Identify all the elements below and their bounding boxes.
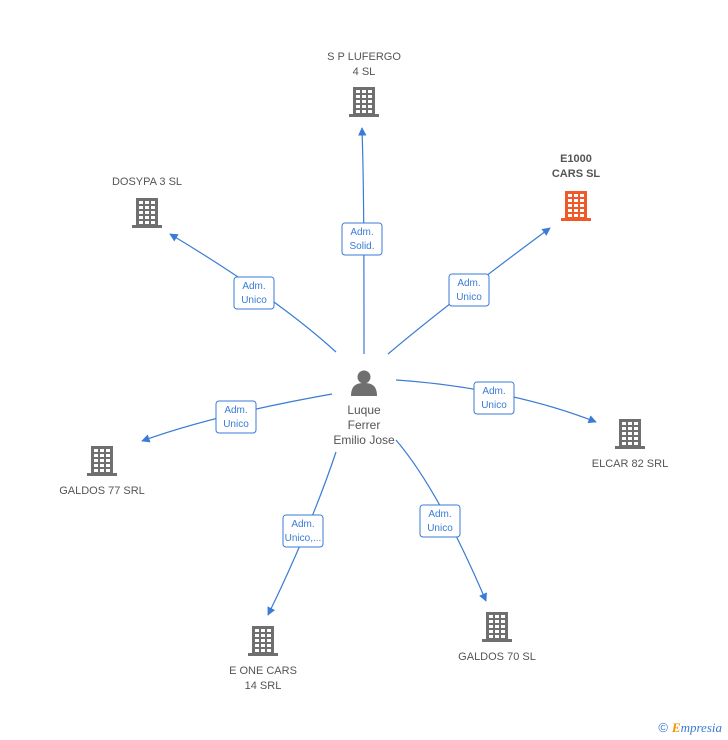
role-badge-box [419, 504, 461, 538]
company-name: S P LUFERGO [327, 51, 401, 63]
edge-labels-layer: Adm.Solid.Adm.UnicoAdm.UnicoAdm.UnicoAdm… [215, 222, 515, 548]
role-badge-text: Unico [427, 523, 453, 534]
person-name: Ferrer [348, 418, 381, 432]
building-icon [561, 191, 591, 221]
company-name: CARS SL [552, 168, 601, 180]
copyright-icon: © [658, 720, 668, 735]
building-icon [482, 612, 512, 642]
company-node-dosypa-3[interactable]: DOSYPA 3 SL [112, 176, 182, 228]
company-name: E1000 [560, 153, 592, 165]
role-badge-text: Adm. [457, 278, 480, 289]
role-badge-box [448, 273, 490, 307]
role-badge-text: Adm. [428, 509, 451, 520]
company-name: DOSYPA 3 SL [112, 176, 182, 188]
role-badge-galdos-70[interactable]: Adm. Unico [419, 504, 461, 538]
brand-logo-text: mpresia [680, 720, 722, 735]
building-icon [248, 626, 278, 656]
role-badge-e-one-cars[interactable]: Adm. Unico,... [282, 514, 324, 548]
company-node-galdos-77[interactable]: GALDOS 77 SRL [59, 446, 145, 497]
company-name: 14 SRL [245, 680, 282, 692]
building-icon [349, 87, 379, 117]
role-badge-text: Solid. [349, 241, 374, 252]
brand-footer: ©Empresia [658, 720, 722, 736]
person-icon [351, 370, 377, 396]
role-badge-text: Unico [223, 419, 249, 430]
building-icon [615, 419, 645, 449]
company-name: ELCAR 82 SRL [592, 458, 668, 470]
company-node-sp-lufergo[interactable]: S P LUFERGO 4 SL [327, 51, 401, 117]
role-badge-dosypa-3[interactable]: Adm. Unico [233, 276, 275, 310]
company-node-e-one-cars[interactable]: E ONE CARS 14 SRL [229, 626, 297, 692]
company-name: GALDOS 77 SRL [59, 485, 145, 497]
role-badge-galdos-77[interactable]: Adm. Unico [215, 400, 257, 434]
role-badge-text: Unico [241, 295, 267, 306]
company-name: E ONE CARS [229, 665, 297, 677]
role-badge-box [341, 222, 383, 256]
role-badge-box [215, 400, 257, 434]
role-badge-text: Adm. [224, 405, 247, 416]
role-badge-box [233, 276, 275, 310]
company-name: 4 SL [353, 66, 376, 78]
role-badge-elcar-82[interactable]: Adm. Unico [473, 381, 515, 415]
building-icon [87, 446, 117, 476]
role-badge-sp-lufergo[interactable]: Adm. Solid. [341, 222, 383, 256]
building-icon [132, 198, 162, 228]
company-node-galdos-70[interactable]: GALDOS 70 SL [458, 612, 536, 663]
role-badge-text: Adm. [350, 227, 373, 238]
role-badge-box [473, 381, 515, 415]
role-badge-text: Unico,... [285, 533, 322, 544]
role-badge-text: Adm. [291, 519, 314, 530]
person-name: Emilio Jose [333, 433, 395, 447]
person-name: Luque [347, 403, 381, 417]
role-badge-text: Unico [456, 292, 482, 303]
role-badge-text: Adm. [242, 281, 265, 292]
company-node-elcar-82[interactable]: ELCAR 82 SRL [592, 419, 668, 470]
role-badge-text: Adm. [482, 386, 505, 397]
role-badge-e1000-cars[interactable]: Adm. Unico [448, 273, 490, 307]
edges-layer [141, 127, 597, 616]
role-badge-text: Unico [481, 400, 507, 411]
company-name: GALDOS 70 SL [458, 651, 536, 663]
role-badge-box [282, 514, 324, 548]
brand-logo-initial: E [671, 720, 681, 735]
